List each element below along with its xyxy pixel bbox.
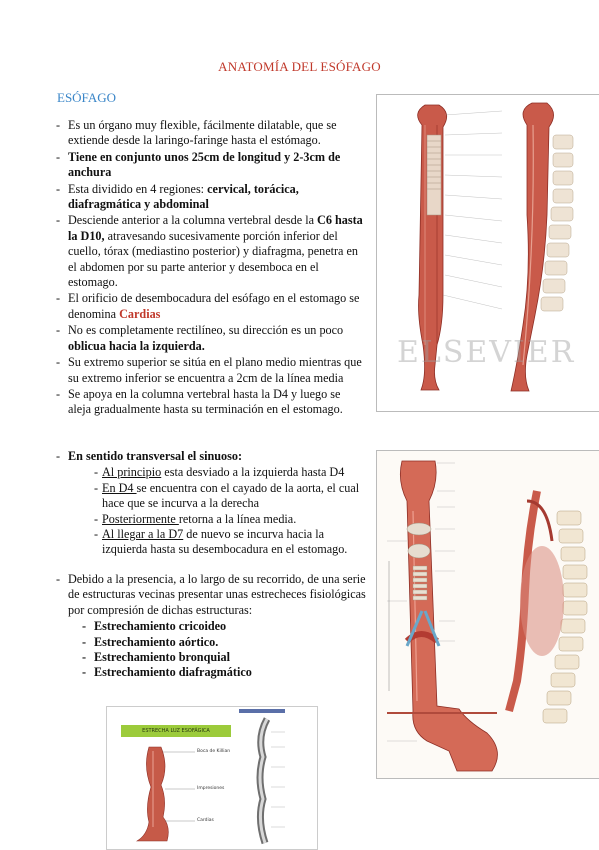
estrechamiento-text: Estrechamiento aórtico. <box>94 634 219 649</box>
transversal-underlined: Al principio <box>102 465 162 480</box>
label-boca-killian: Boca de Killian <box>197 749 231 754</box>
transversal-underlined: Al llegar a la D7 <box>102 527 184 542</box>
transversal-heading: -En sentido transversal el sinuoso: <box>56 449 243 463</box>
transversal-item: -Al principio esta desviado a la izquier… <box>94 465 366 480</box>
esophagus-relations-illustration <box>387 460 588 772</box>
bullet-dash: - <box>56 149 61 164</box>
elsevier-watermark: ELSEVIER <box>397 335 576 370</box>
bullet-item: -El orificio de desembocadura del esófag… <box>56 291 366 322</box>
bullet-text: cervical, torácica, diafragmática y abdo… <box>68 181 299 212</box>
transversal-text: de nuevo se incurva hacia la izquierda h… <box>102 527 348 557</box>
bullet-dash: - <box>82 634 87 649</box>
bullet-text: Es un órgano muy flexible, fácilmente di… <box>68 118 337 148</box>
label-impresiones: Impresiones <box>197 786 225 791</box>
bullet-item: -Esta dividido en 4 regiones: cervical, … <box>56 182 366 213</box>
estrechamiento-item: -Estrechamiento cricoideo <box>82 619 366 634</box>
transversal-item: -En D4 se encuentra con el cayado de la … <box>94 481 366 512</box>
bullet-dash: - <box>94 511 99 526</box>
transversal-block: -En sentido transversal el sinuoso: -Al … <box>56 449 366 558</box>
bullet-item: -Se apoya en la columna vertebral hasta … <box>56 387 366 418</box>
transversal-underlined: Posteriormente <box>102 511 179 526</box>
bullet-dash: - <box>82 619 87 634</box>
section-heading: ESÓFAGO <box>57 90 116 105</box>
estrechamientos-intro: -Debido a la presencia, a lo largo de su… <box>56 572 366 617</box>
bullet-dash: - <box>56 118 61 132</box>
bullet-item: -Desciende anterior a la columna vertebr… <box>56 213 366 290</box>
bullet-text: No es completamente rectilíneo, su direc… <box>68 323 344 338</box>
transversal-text: retorna a la línea media. <box>178 511 297 526</box>
bullet-dash: - <box>94 465 99 480</box>
bullet-dash: - <box>56 213 61 228</box>
estrechamiento-item: -Estrechamiento aórtico. <box>82 635 366 650</box>
transversal-text: se encuentra con el cayado de la aorta, … <box>102 480 360 511</box>
bullet-text: Esta dividido en 4 regiones: <box>68 181 208 196</box>
bullet-text: Su extremo superior se sitúa en el plano… <box>68 355 362 385</box>
bullet-text: Cardias <box>119 306 161 321</box>
estrechamiento-item: -Estrechamiento bronquial <box>82 650 366 665</box>
bullet-dash: - <box>94 480 99 495</box>
bullet-dash: - <box>56 355 61 370</box>
esophagus-illustration <box>377 95 599 411</box>
transversal-text: esta desviado a la izquierda hasta D4 <box>161 465 345 480</box>
bullet-text: oblicua hacia la izquierda. <box>68 338 205 353</box>
figure-esophagus-views: ELSEVIER <box>376 94 599 412</box>
narrowings-illustration <box>135 709 285 845</box>
bullet-dash: - <box>56 323 61 338</box>
bullet-item: -Es un órgano muy flexible, fácilmente d… <box>56 118 366 149</box>
figure-narrowings: ESTRECHA LUZ ESOFÁGICA Boca de Killian I… <box>106 706 318 850</box>
bullet-text: Tiene en conjunto unos 25cm de longitud … <box>68 149 341 180</box>
bullet-text: El orificio de desembocadura del esófago… <box>68 291 360 321</box>
estrechamiento-text: Estrechamiento bronquial <box>94 650 230 665</box>
bullet-item: -No es completamente rectilíneo, su dire… <box>56 323 366 354</box>
estrechamiento-item: -Estrechamiento diafragmático <box>82 665 366 680</box>
label-cardias: Cardias <box>197 818 214 823</box>
bullet-dash: - <box>56 386 61 401</box>
narrowings-title: ESTRECHA LUZ ESOFÁGICA <box>121 725 231 737</box>
bullet-text: C6 hasta la D10, <box>68 213 363 243</box>
bullet-item: -Su extremo superior se sitúa en el plan… <box>56 355 366 386</box>
transversal-underlined: En D4 <box>102 480 137 495</box>
page-title: ANATOMÍA DEL ESÓFAGO <box>218 59 381 74</box>
bullet-dash: - <box>82 650 87 665</box>
bullet-text: Desciende anterior a la columna vertebra… <box>68 213 318 228</box>
transversal-item: -Al llegar a la D7 de nuevo se incurva h… <box>94 527 366 558</box>
bullet-dash: - <box>56 181 61 196</box>
bullet-text: Se apoya en la columna vertebral hasta l… <box>68 386 343 417</box>
figure-esophagus-relations <box>376 450 599 779</box>
estrechamientos-block: -Debido a la presencia, a lo largo de su… <box>56 572 366 681</box>
intro-bullets: -Es un órgano muy flexible, fácilmente d… <box>56 118 366 419</box>
bullet-dash: - <box>56 291 61 306</box>
transversal-item: -Posteriormente retorna a la línea media… <box>94 512 366 527</box>
estrechamiento-text: Estrechamiento diafragmático <box>94 665 252 680</box>
bullet-item: -Tiene en conjunto unos 25cm de longitud… <box>56 150 366 181</box>
bullet-dash: - <box>94 527 99 542</box>
bullet-dash: - <box>82 665 87 680</box>
bullet-text: atravesando sucesivamente porción inferi… <box>68 228 359 290</box>
estrechamiento-text: Estrechamiento cricoideo <box>94 619 227 634</box>
